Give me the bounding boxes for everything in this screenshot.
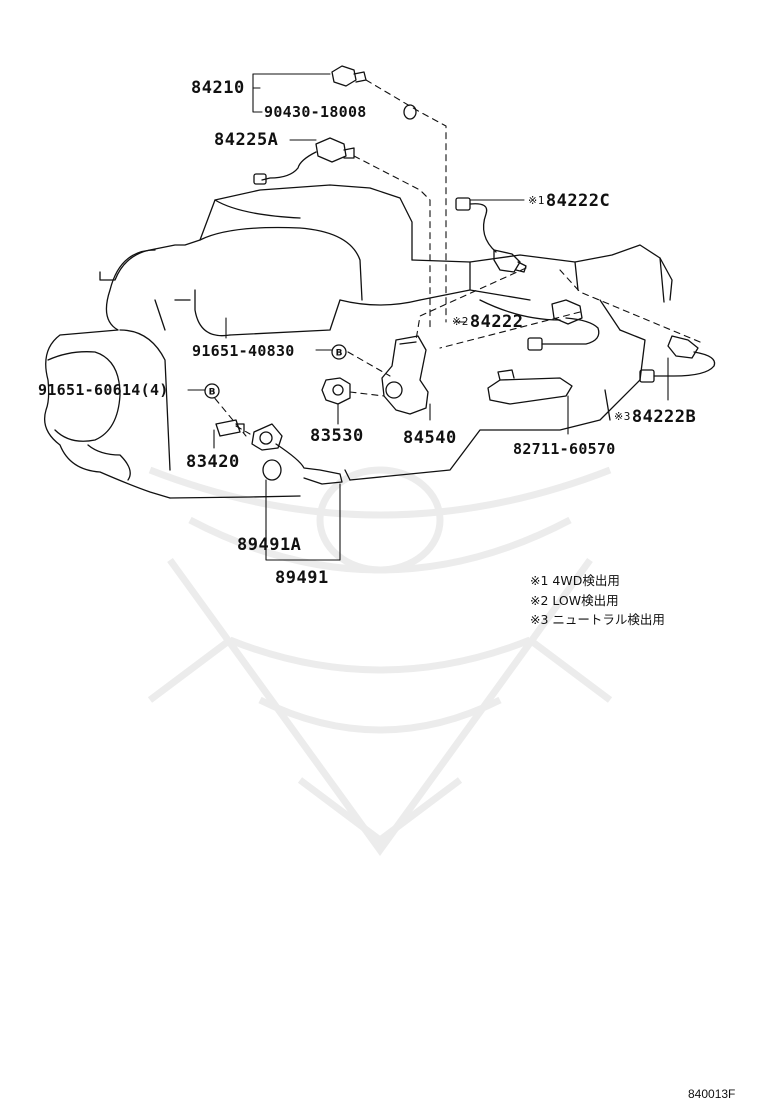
label-84222B: ※384222B	[614, 407, 697, 427]
sensor-84210	[331, 65, 367, 87]
label-84540: 84540	[403, 428, 457, 448]
label-83530: 83530	[310, 426, 364, 446]
note-2: ※2 LOW検出用	[530, 593, 619, 608]
note-1: ※1 4WD検出用	[530, 573, 620, 588]
bolt-symbol-2: B	[209, 388, 216, 398]
label-84225A: 84225A	[214, 130, 279, 150]
switch-84540	[381, 335, 429, 415]
label-91651-40830: 91651-40830	[192, 342, 295, 360]
sensor-84222B	[639, 335, 716, 383]
switch-83530	[321, 377, 351, 405]
dashed-assembly-lines	[207, 79, 701, 437]
label-84222: ※284222	[452, 312, 524, 332]
sensor-89491-assembly	[251, 423, 343, 485]
note-3: ※3 ニュートラル検出用	[530, 612, 665, 627]
label-89491A: 89491A	[237, 535, 302, 555]
watermark-logo	[147, 466, 613, 856]
label-90430-18008: 90430-18008	[264, 103, 367, 121]
label-84222C: ※184222C	[528, 191, 611, 211]
gasket-90430	[403, 104, 417, 120]
bolt-symbol-1: B	[336, 349, 343, 359]
o-ring-89491A	[262, 459, 282, 481]
transmission-housing	[43, 184, 673, 499]
diagram-code: 840013F	[688, 1087, 736, 1101]
sensor-84222C	[455, 197, 527, 273]
sensor-84222	[527, 299, 600, 351]
sensor-84225A	[253, 137, 355, 185]
label-91651-60614: 91651-60614(4)	[38, 381, 169, 399]
label-84210: 84210	[191, 78, 245, 98]
label-83420: 83420	[186, 452, 240, 472]
bolt-symbols	[204, 344, 347, 399]
leader-lines	[187, 73, 669, 561]
bracket-82711-shape	[487, 377, 573, 405]
label-89491: 89491	[275, 568, 329, 588]
label-82711-60570: 82711-60570	[513, 440, 616, 458]
sensor-83420	[215, 419, 245, 437]
